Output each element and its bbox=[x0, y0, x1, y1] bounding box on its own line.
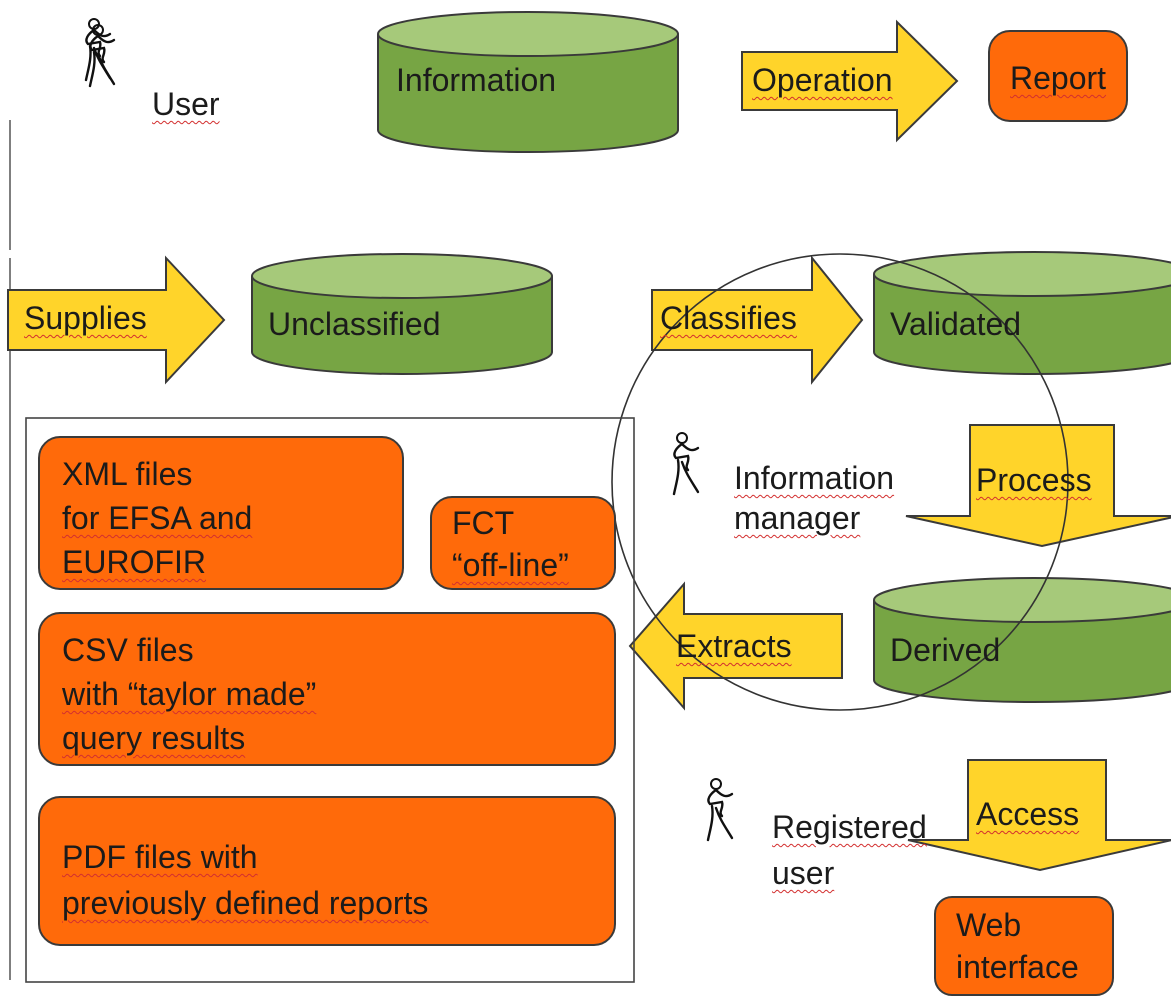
pdf-files-box bbox=[38, 796, 616, 946]
classifies-arrow bbox=[651, 255, 864, 385]
fct-line-2: “off-line” bbox=[452, 547, 569, 583]
information-manager-line-2: manager bbox=[734, 500, 861, 536]
information-manager-actor-icon bbox=[672, 431, 700, 496]
csv-line-3: query results bbox=[62, 720, 246, 756]
unclassified-cylinder bbox=[251, 253, 553, 375]
csv-files-text: CSV files with “taylor made” query resul… bbox=[62, 628, 316, 760]
user-legend-label: User bbox=[152, 86, 220, 122]
pdf-line-1: PDF files with bbox=[62, 839, 258, 875]
pdf-files-text: PDF files with previously defined report… bbox=[62, 834, 428, 926]
access-label: Access bbox=[976, 796, 1080, 832]
pdf-line-2: previously defined reports bbox=[62, 885, 429, 921]
web-interface-text: Web interface bbox=[956, 904, 1079, 988]
registered-user-line-2: user bbox=[772, 855, 835, 891]
access-arrow bbox=[907, 759, 1171, 872]
validated-label: Validated bbox=[890, 306, 1022, 342]
information-manager-line-1: Information bbox=[734, 460, 895, 496]
extracts-label: Extracts bbox=[676, 628, 792, 664]
registered-user-label: Registered user bbox=[772, 804, 927, 896]
derived-label: Derived bbox=[890, 632, 1001, 668]
derived-cylinder bbox=[873, 577, 1171, 703]
fct-offline-text: FCT “off-line” bbox=[452, 502, 569, 586]
xml-line-3: EUROFIR bbox=[62, 544, 206, 580]
supplies-arrow bbox=[7, 255, 226, 385]
csv-files-box bbox=[38, 612, 616, 766]
xml-line-2: for EFSA and bbox=[62, 500, 253, 536]
process-arrow bbox=[905, 424, 1171, 548]
report-legend-box bbox=[988, 30, 1128, 122]
web-line-2: interface bbox=[956, 949, 1079, 985]
operation-legend-label: Operation bbox=[752, 62, 893, 98]
extracts-arrow bbox=[628, 581, 843, 711]
report-legend-label: Report bbox=[1010, 60, 1107, 96]
xml-files-text: XML files for EFSA and EUROFIR bbox=[62, 452, 252, 584]
information-manager-label: Information manager bbox=[734, 458, 894, 538]
xml-line-1: XML files bbox=[62, 456, 193, 492]
reports-container bbox=[25, 417, 635, 983]
process-label: Process bbox=[976, 462, 1092, 498]
fct-line-1: FCT bbox=[452, 505, 515, 541]
information-cylinder bbox=[377, 11, 679, 153]
csv-line-2: with “taylor made” bbox=[62, 676, 317, 712]
validated-cylinder bbox=[873, 251, 1171, 375]
web-line-1: Web bbox=[956, 907, 1022, 943]
registered-user-line-1: Registered bbox=[772, 809, 927, 845]
information-legend-label: Information bbox=[396, 62, 557, 98]
csv-line-1: CSV files bbox=[62, 632, 194, 668]
supplies-label: Supplies bbox=[24, 300, 147, 336]
unclassified-label: Unclassified bbox=[268, 306, 441, 342]
fct-offline-box bbox=[430, 496, 616, 590]
classifies-label: Classifies bbox=[660, 300, 797, 336]
xml-files-box bbox=[38, 436, 404, 590]
operation-arrow bbox=[741, 19, 959, 143]
registered-user-actor-icon bbox=[706, 777, 734, 842]
information-manager-circle bbox=[611, 253, 1069, 711]
